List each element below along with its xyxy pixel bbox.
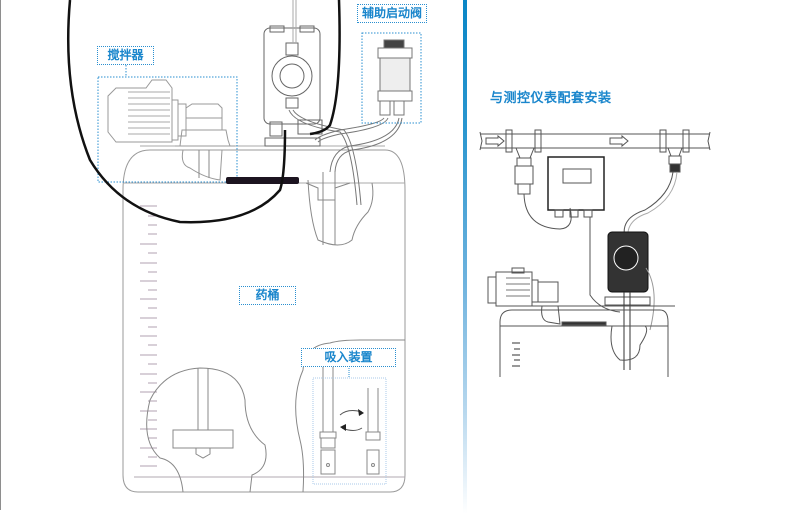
- left-border: [0, 0, 1, 510]
- right-panel-title: 与测控仪表配套安装: [490, 91, 612, 106]
- power-cable: [66, 0, 287, 224]
- label-mixer: 搅拌器: [97, 46, 154, 65]
- label-suction-device: 吸入装置: [301, 348, 396, 367]
- suction-device: [312, 366, 387, 485]
- mixer-motor: [107, 79, 235, 147]
- panel-divider: [463, 0, 467, 514]
- label-auxiliary-valve: 辅助启动阀: [357, 4, 427, 23]
- right-installation-drawing: [479, 129, 711, 377]
- metering-pump: [263, 0, 323, 147]
- label-tank: 药桶: [239, 286, 296, 305]
- tank-lid-plate: [226, 177, 299, 184]
- chemical-tank: [122, 145, 406, 493]
- auxiliary-valve: [314, 39, 413, 173]
